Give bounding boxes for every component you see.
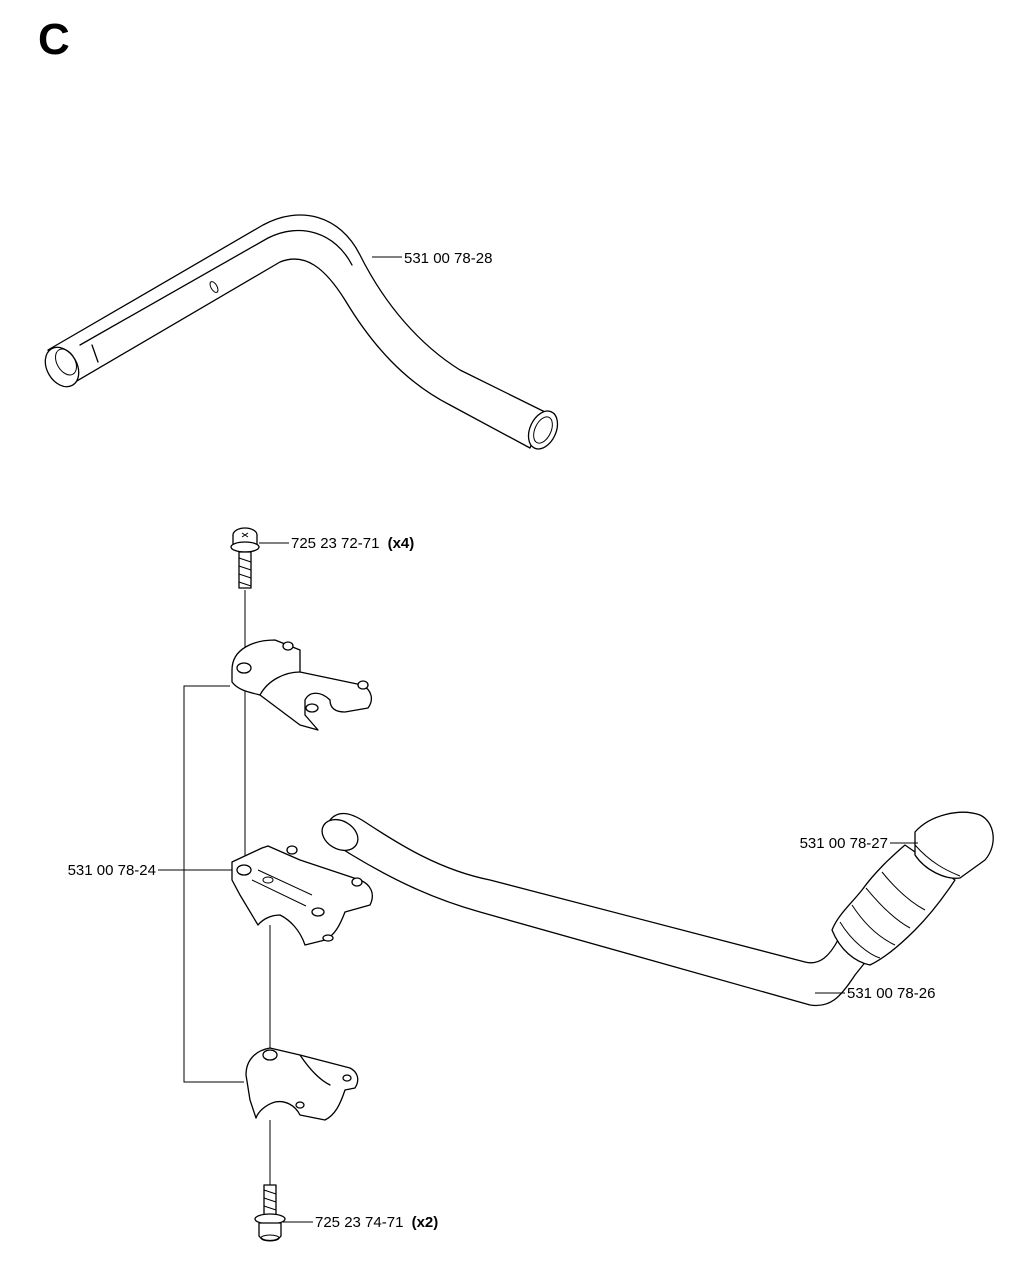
part-label-upper-handle-bar: 531 00 78-28 xyxy=(404,250,492,267)
clamp-middle[interactable] xyxy=(231,845,373,946)
part-label-screw-bottom: 725 23 74-71 (x2) xyxy=(315,1214,438,1231)
part-number: 725 23 74-71 xyxy=(315,1214,403,1231)
lower-handle-bar[interactable] xyxy=(317,812,876,1007)
screw-top[interactable] xyxy=(230,527,260,589)
upper-handle-bar[interactable] xyxy=(39,214,564,454)
quantity: (x4) xyxy=(388,535,415,552)
part-label-grip: 531 00 78-27 xyxy=(800,835,888,852)
part-label-clamp-set: 531 00 78-24 xyxy=(68,862,156,879)
part-label-screw-top: 725 23 72-71 (x4) xyxy=(291,535,414,552)
clamp-set-bracket xyxy=(158,685,244,1083)
quantity: (x2) xyxy=(412,1214,439,1231)
clamp-lower[interactable] xyxy=(245,1047,359,1121)
part-label-lower-handle-bar: 531 00 78-26 xyxy=(847,985,935,1002)
part-number: 725 23 72-71 xyxy=(291,535,379,552)
grip[interactable] xyxy=(831,811,994,966)
clamp-upper[interactable] xyxy=(231,639,373,731)
screw-bottom[interactable] xyxy=(254,1184,286,1242)
section-letter: C xyxy=(38,15,70,64)
